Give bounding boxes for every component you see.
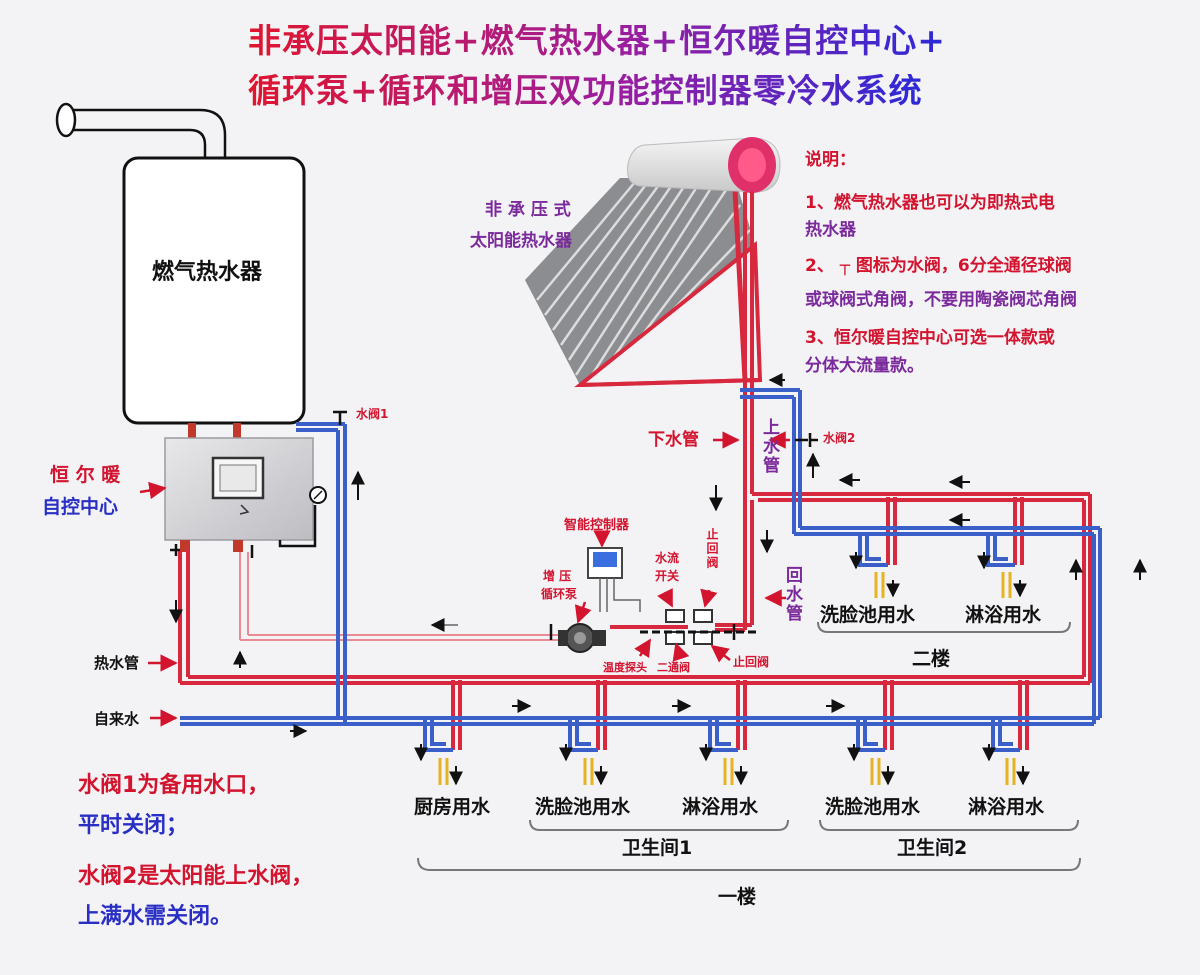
check-valve-label: 止回阀 [733,655,770,669]
title-line-2: 循环泵+循环和增压双功能控制器零冷水系统 [248,71,923,110]
kitchen-label: 厨房用水 [414,796,491,818]
bathroom1-label: 卫生间1 [622,837,693,859]
solar-heater [525,137,781,388]
note-1b: 热水器 [805,220,856,240]
note-1a: 1、燃气热水器也可以为即热式电 [805,193,1055,213]
pump-assembly [558,547,760,653]
solar-label-a: 非 承 压 式 [485,200,571,220]
shower2-label: 淋浴用水 [968,796,1045,818]
notes-heading: 说明： [805,150,856,170]
fixture-outlets [438,572,1016,785]
two-way-valve-label: 二通阀 [657,661,690,674]
note-3a: 3、恒尔暖自控中心可选一体款或 [805,328,1055,348]
footer-note-2: 平时关闭； [78,813,189,838]
flow-arrows [169,373,1147,786]
basin1-label: 洗脸池用水 [535,796,631,818]
hot-pipe-label: 热水管 [94,654,140,672]
gas-heater [55,102,306,441]
control-label-a: 恒 尔 暖 [50,464,121,486]
heater-label: 燃气热水器 [152,260,263,285]
shower1-label: 淋浴用水 [682,796,759,818]
valve-icons [170,410,818,640]
note-2a: 2、 ┬ 图标为水阀，6分全通径球阀 [805,256,1072,276]
check-valve-vertical-label: 止回阀 [705,528,719,570]
valve2-label: 水阀2 [823,431,856,445]
smart-controller-label: 智能控制器 [564,518,630,533]
temp-probe-label: 温度探头 [603,661,647,674]
footer-note-4: 上满水需关闭。 [78,904,233,929]
flow-switch-label-a: 水流 [655,551,680,565]
valve1-label: 水阀1 [356,407,389,421]
boost-pump-label-a: 增 压 [543,569,572,583]
up-pipe-label: 上水管 [759,418,779,475]
solar-label-b: 太阳能热水器 [470,231,572,251]
control-label-b: 自控中心 [42,496,119,518]
note-2b: 或球阀式角阀，不要用陶瓷阀芯角阀 [805,290,1077,310]
down-pipe-label: 下水管 [648,430,699,450]
room-braces [417,621,1081,871]
bathroom2-label: 卫生间2 [897,837,968,859]
footer-note-3: 水阀2是太阳能上水阀， [78,864,314,889]
note-3b: 分体大流量款。 [805,356,924,376]
basin2-label: 洗脸池用水 [825,796,921,818]
footer-note-1: 水阀1为备用水口， [78,773,270,798]
tap-water-label: 自来水 [94,710,140,728]
floor2-basin-label: 洗脸池用水 [820,604,916,626]
floor2-label: 二楼 [912,648,951,670]
control-center [164,437,327,552]
flow-switch-label-b: 开关 [655,569,680,583]
floor2-shower-label: 淋浴用水 [965,604,1042,626]
return-pipe-label: 回水管 [782,566,802,623]
cold-water-pipes [180,388,1102,752]
boost-pump-label-b: 循环泵 [541,587,578,601]
title-line-1: 非承压太阳能+燃气热水器+恒尔暖自控中心+ [248,21,946,60]
floor1-label: 一楼 [718,886,757,908]
callout-arrows [139,431,790,727]
